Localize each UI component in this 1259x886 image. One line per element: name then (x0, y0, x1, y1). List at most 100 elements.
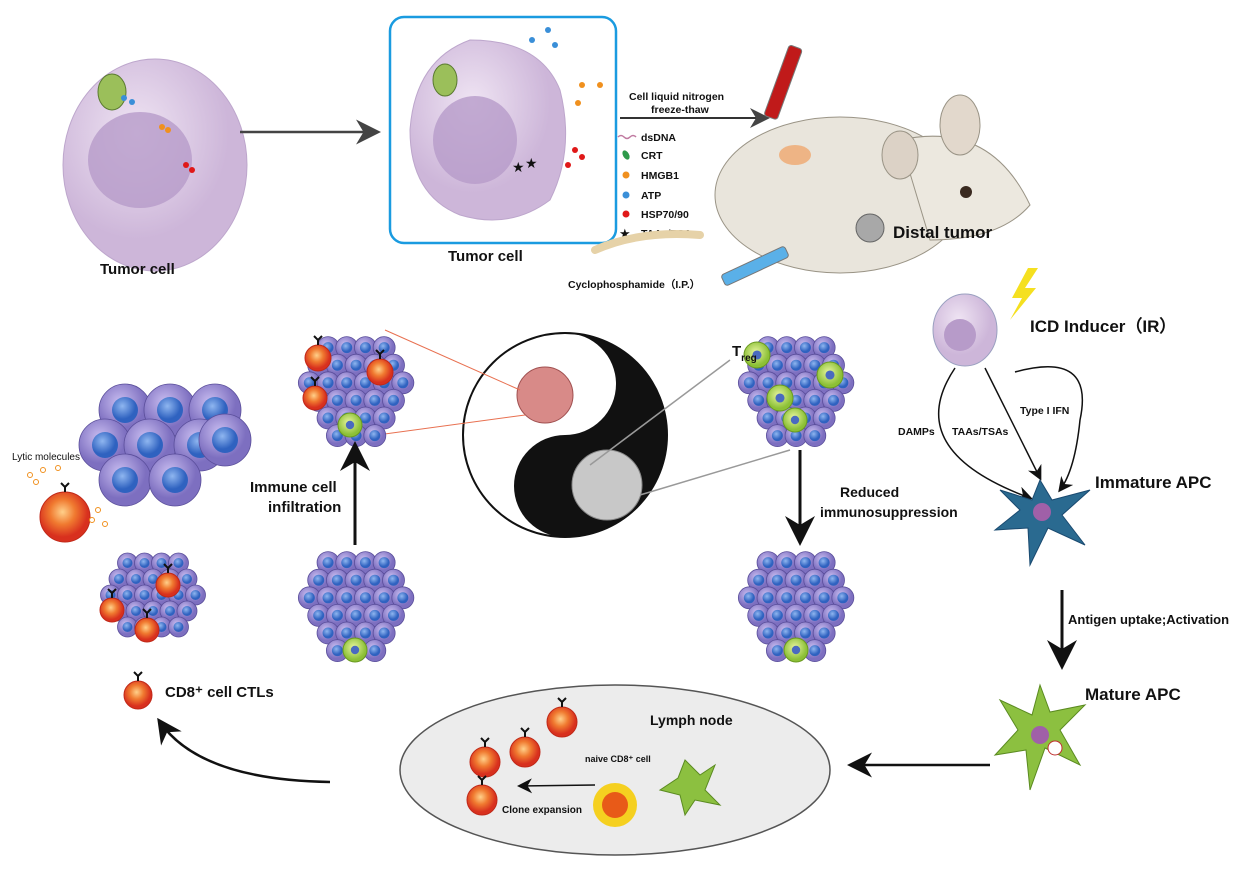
tumor-cell (766, 353, 789, 377)
tumor-cell (117, 616, 138, 638)
tumor-cell (784, 353, 808, 377)
tumor-cell (108, 568, 130, 590)
freeze-thaw-label-1: Cell liquid nitrogen (629, 91, 724, 103)
svg-text:★: ★ (512, 159, 525, 175)
tcr-icon (313, 335, 323, 345)
dsdna-icon (617, 134, 637, 140)
lytic-granule (33, 479, 39, 485)
legend-item: ATP (622, 190, 661, 202)
lytic-granule (89, 517, 95, 523)
zoom-line (589, 359, 731, 466)
tcr-icon (480, 737, 490, 747)
dot-icon (622, 191, 630, 199)
mouse-tail (591, 230, 704, 254)
tumor-cell (775, 551, 799, 574)
tumor-cell (766, 604, 789, 627)
legend-item: HSP70/90 (622, 209, 689, 221)
tumor-cell (747, 388, 771, 412)
lytic-granule (27, 472, 33, 478)
reduced-label-1: Reduced (840, 484, 899, 500)
lymph-node (399, 684, 831, 856)
tumor-cell (803, 424, 827, 448)
tumor-cell (756, 621, 780, 645)
tumor-cell (316, 621, 340, 645)
legend-label: ATP (641, 190, 661, 202)
dot-icon (622, 171, 630, 179)
tumor-cell (812, 336, 836, 360)
tumor-cell (775, 336, 799, 360)
tumor-cluster (297, 551, 415, 663)
tcr-icon (133, 671, 143, 681)
lymph-node-label: Lymph node (650, 712, 733, 728)
tumor-cell-label-1: Tumor cell (100, 261, 175, 278)
nucleus (88, 112, 192, 208)
type1-ifn-label: Type I IFN (1020, 405, 1069, 417)
lytic-granule (95, 507, 101, 513)
tumor-cell (803, 639, 827, 662)
tumor-cell (372, 586, 396, 610)
tcr-icon (142, 608, 152, 618)
ctl-cell (466, 775, 498, 816)
tumor-cell (737, 586, 761, 610)
tumor-cell (831, 586, 855, 610)
yin-yang (462, 332, 668, 538)
cd8-ctls-label: CD8⁺ cell CTLs (165, 684, 274, 701)
mature-apc (993, 683, 1087, 791)
legend-item: HMGB1 (622, 170, 679, 182)
tumor-cell (363, 388, 387, 412)
legend-label: HMGB1 (641, 170, 679, 182)
mouse-eye (960, 186, 972, 198)
tumor-cell (775, 586, 799, 610)
arrow-damps (938, 367, 1033, 501)
tumor-cell (363, 604, 387, 627)
lytic-granule (55, 465, 61, 471)
legend-item: CRT (622, 150, 663, 162)
immature-apc (993, 478, 1091, 567)
tumor-cell (784, 604, 808, 627)
tumor-cell (756, 586, 780, 610)
tumor-cell (372, 406, 396, 430)
icd-tumor-cell (932, 268, 1038, 367)
tumor-cell (737, 371, 761, 395)
tumor-cell (372, 551, 396, 574)
tumor-cell (822, 568, 845, 592)
ctl-cell (366, 349, 394, 386)
mature-apc-label: Mature APC (1085, 685, 1181, 704)
dot-icon (622, 210, 630, 218)
tumor-cell (794, 371, 817, 395)
cyclophosphamide-label: Cyclophosphamide（I.P.） (568, 278, 700, 291)
tumor-cell (382, 568, 405, 592)
tumor-cell (803, 388, 827, 412)
zoom-line (384, 329, 521, 391)
naive-cd8-label: naive CD8⁺ cell (585, 754, 651, 764)
tumor-cell (803, 568, 827, 592)
arrow-to-ctls (157, 717, 331, 784)
large-tumor-cluster (27, 383, 252, 543)
tumor-cell (822, 604, 845, 627)
tcr-icon (310, 376, 320, 386)
tumor-cell (168, 552, 189, 574)
tumor-cell-dying: ★★ (409, 27, 603, 221)
distal-tumor-label: Distal tumor (893, 223, 993, 242)
tumor-cell (185, 584, 206, 606)
crt-icon (622, 150, 630, 160)
treg-cell (337, 412, 363, 438)
tumor-cell (335, 586, 359, 610)
treg-label: Treg (732, 343, 757, 364)
legend-label: HSP70/90 (641, 209, 689, 221)
tumor-cell (391, 586, 415, 610)
lytic-granule (40, 467, 46, 473)
tumor-cell (812, 621, 836, 645)
tumor-cell (382, 388, 405, 412)
tumor-cell (325, 388, 349, 412)
mouse-ear (939, 94, 981, 156)
tumor-cell (335, 551, 359, 574)
taas-tsas-label: TAAs/TSAs (952, 426, 1009, 438)
tumor-cell (198, 413, 252, 467)
clone-expansion-label: Clone expansion (502, 805, 582, 816)
zoom-line (639, 449, 791, 496)
legend-label: dsDNA (641, 132, 676, 144)
freeze-thaw-label-2: freeze-thaw (651, 104, 710, 116)
svg-text:★: ★ (525, 155, 538, 171)
